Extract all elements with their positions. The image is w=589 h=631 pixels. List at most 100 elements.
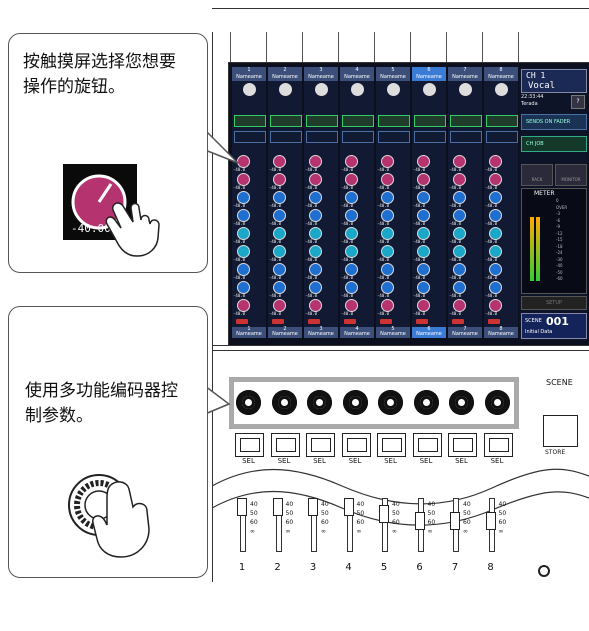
send-knob-icon[interactable] (489, 227, 502, 240)
on-indicator[interactable] (452, 319, 464, 324)
send-knob-icon[interactable] (309, 263, 322, 276)
send-knob-icon[interactable] (273, 191, 286, 204)
send-knob-icon[interactable] (453, 263, 466, 276)
send-knob-icon[interactable] (309, 209, 322, 222)
sends-on-fader-button[interactable]: SENDS ON FADER (521, 114, 587, 130)
fader-knob[interactable] (450, 512, 460, 530)
gain-knob-icon[interactable] (459, 83, 472, 96)
send-knob-icon[interactable] (417, 173, 430, 186)
sel-button[interactable] (483, 433, 513, 457)
on-indicator[interactable] (380, 319, 392, 324)
send-knob-icon[interactable] (417, 245, 430, 258)
send-knob-icon[interactable] (453, 227, 466, 240)
fader-knob[interactable] (308, 498, 318, 516)
fader-knob[interactable] (343, 498, 354, 516)
on-indicator[interactable] (272, 319, 284, 324)
send-knob-icon[interactable] (345, 281, 358, 294)
multifunction-encoder[interactable] (236, 390, 261, 415)
send-knob-icon[interactable] (381, 173, 394, 186)
send-knob-icon[interactable] (417, 191, 430, 204)
help-button[interactable]: ? (571, 95, 585, 109)
send-knob-icon[interactable] (417, 227, 430, 240)
sel-button[interactable] (341, 433, 371, 457)
send-knob-icon[interactable] (489, 299, 502, 312)
send-knob-icon[interactable] (489, 191, 502, 204)
eq-graph[interactable] (306, 115, 338, 127)
rack-button[interactable]: RACK (521, 164, 553, 186)
dyn-graph[interactable] (450, 131, 482, 143)
dyn-graph[interactable] (486, 131, 518, 143)
send-knob-icon[interactable] (453, 155, 466, 168)
gain-knob-icon[interactable] (243, 83, 256, 96)
send-knob-icon[interactable] (273, 209, 286, 222)
send-knob-icon[interactable] (237, 209, 250, 222)
send-knob-icon[interactable] (273, 281, 286, 294)
send-knob-icon[interactable] (273, 245, 286, 258)
send-knob-icon[interactable] (237, 227, 250, 240)
setup-button[interactable]: SETUP (521, 296, 587, 310)
send-knob-icon[interactable] (309, 191, 322, 204)
gain-knob-icon[interactable] (279, 83, 292, 96)
send-knob-icon[interactable] (237, 245, 250, 258)
send-knob-icon[interactable] (417, 209, 430, 222)
fader-knob[interactable] (379, 505, 389, 523)
send-knob-icon[interactable] (453, 299, 466, 312)
gain-knob-icon[interactable] (423, 83, 436, 96)
send-knob-icon[interactable] (273, 299, 286, 312)
send-knob-icon[interactable] (417, 299, 430, 312)
multifunction-encoder[interactable] (484, 390, 510, 415)
send-knob-icon[interactable] (309, 173, 322, 186)
ch-job-button[interactable]: CH JOB (521, 136, 587, 152)
on-indicator[interactable] (308, 319, 320, 324)
send-knob-icon[interactable] (309, 245, 322, 258)
eq-graph[interactable] (450, 115, 482, 127)
send-knob-icon[interactable] (273, 155, 286, 168)
send-knob-icon[interactable] (417, 281, 430, 294)
send-knob-icon[interactable] (489, 263, 502, 276)
send-knob-icon[interactable] (453, 281, 466, 294)
send-knob-icon[interactable] (309, 299, 322, 312)
send-knob-icon[interactable] (345, 173, 358, 186)
eq-graph[interactable] (234, 115, 266, 127)
sel-button[interactable] (306, 433, 335, 457)
fader-knob[interactable] (272, 498, 283, 516)
send-knob-icon[interactable] (453, 209, 466, 222)
send-knob-icon[interactable] (237, 263, 250, 276)
dyn-graph[interactable] (270, 131, 302, 143)
send-knob-icon[interactable] (489, 155, 502, 168)
send-knob-icon[interactable] (309, 281, 322, 294)
dyn-graph[interactable] (414, 131, 446, 143)
fader-knob[interactable] (485, 512, 496, 530)
send-knob-icon[interactable] (345, 263, 358, 276)
send-knob-icon[interactable] (381, 155, 394, 168)
send-knob-icon[interactable] (345, 209, 358, 222)
send-knob-icon[interactable] (345, 227, 358, 240)
scene-display[interactable]: SCENE 001 Initial Data (521, 313, 587, 339)
send-knob-icon[interactable] (309, 227, 322, 240)
send-knob-icon[interactable] (489, 281, 502, 294)
send-knob-icon[interactable] (453, 173, 466, 186)
gain-knob-icon[interactable] (351, 83, 364, 96)
on-indicator[interactable] (344, 319, 356, 324)
dyn-graph[interactable] (234, 131, 266, 143)
send-knob-icon[interactable] (237, 191, 250, 204)
dyn-graph[interactable] (378, 131, 410, 143)
